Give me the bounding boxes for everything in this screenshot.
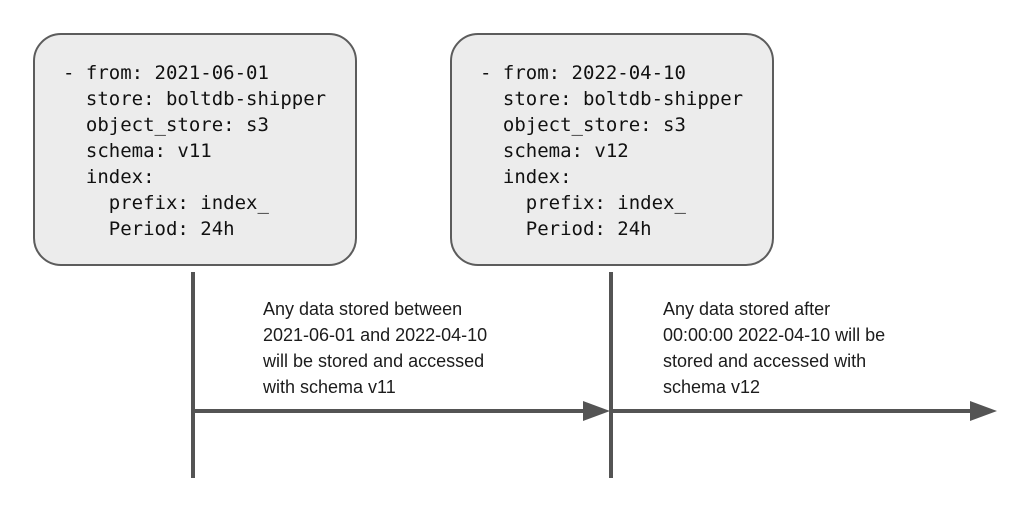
arrow-head-icon xyxy=(583,401,610,421)
timeline-arrow-v12-period xyxy=(613,409,970,413)
timeline-tick-2021-06-01 xyxy=(191,272,195,478)
schema-config-box-v12: - from: 2022-04-10 store: boltdb-shipper… xyxy=(450,33,774,266)
schema-config-box-v11: - from: 2021-06-01 store: boltdb-shipper… xyxy=(33,33,357,266)
arrow-head-icon xyxy=(970,401,997,421)
schema-config-code-v11: - from: 2021-06-01 store: boltdb-shipper… xyxy=(63,62,327,240)
schema-config-code-v12: - from: 2022-04-10 store: boltdb-shipper… xyxy=(480,62,744,240)
timeline-tick-2022-04-10 xyxy=(609,272,613,478)
timeline-arrow-v11-period xyxy=(193,409,583,413)
annotation-v12-period: Any data stored after 00:00:00 2022-04-1… xyxy=(663,299,886,397)
annotation-v11-period: Any data stored between 2021-06-01 and 2… xyxy=(263,299,488,397)
